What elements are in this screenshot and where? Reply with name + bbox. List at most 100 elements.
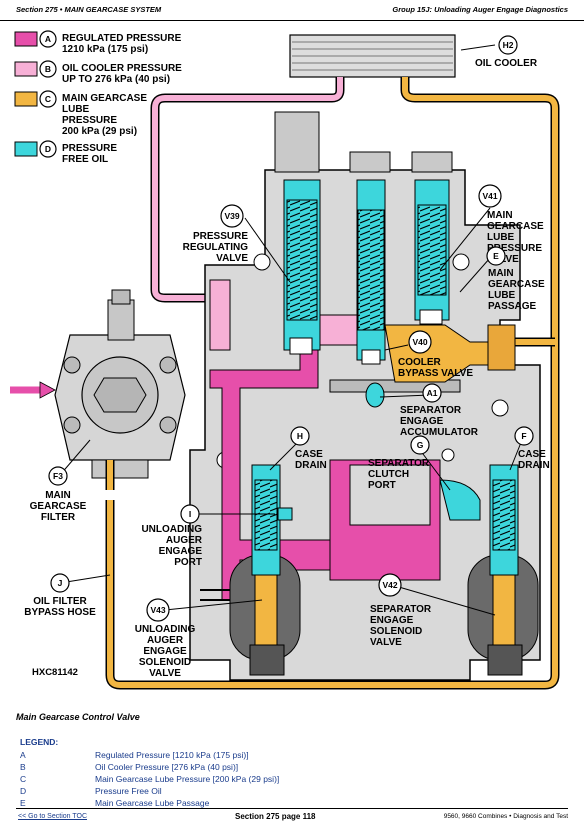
callout-label: ENGAGE (400, 416, 444, 427)
callout-label: OIL FILTER (33, 596, 87, 607)
callout-id: V42 (382, 580, 397, 590)
callout-label: DRAIN (295, 460, 327, 471)
callout-label: LUBE (488, 290, 516, 301)
callout-label: VALVE (370, 637, 402, 648)
callout-badge (290, 426, 310, 446)
callout-badge (422, 383, 442, 403)
main-gearcase-filter (54, 289, 186, 490)
callout-label: PORT (368, 480, 396, 491)
callout-badge (220, 204, 244, 228)
callout-badge (486, 246, 506, 266)
pressure-regulating-valve (283, 179, 321, 355)
key-legend-line: 200 kPa (29 psi) (62, 126, 137, 137)
letter-badge (39, 30, 57, 48)
callout-label: BYPASS HOSE (24, 607, 96, 618)
figure-id: HXC81142 (32, 667, 78, 678)
callout-badge (478, 184, 502, 208)
callout-badge (514, 426, 534, 446)
inlet-arrow (10, 381, 56, 399)
callout-label: VALVE (149, 668, 181, 679)
legend-value: Pressure Free Oil (95, 786, 162, 796)
callout-id: V43 (150, 605, 165, 615)
callout-label: OIL COOLER (475, 58, 538, 69)
callout-id: V39 (224, 211, 239, 221)
callout-badge (50, 573, 70, 593)
letter-badge (39, 60, 57, 78)
callout-label: GEARCASE (487, 221, 544, 232)
callout-label: VALVE (216, 253, 248, 264)
key-legend-line: UP TO 276 kPa (40 psi) (62, 74, 170, 85)
callout-label: FILTER (41, 512, 76, 523)
callout-label: PRESSURE (487, 243, 542, 254)
key-legend-line: REGULATED PRESSURE (62, 33, 182, 44)
callout-badge (48, 466, 68, 486)
color-swatch (14, 31, 38, 47)
callout-badge (180, 504, 200, 524)
callout-label: LUBE (487, 232, 515, 243)
callout-label: AUGER (166, 535, 203, 546)
callout-badge (378, 573, 402, 597)
key-legend-line: PRESSURE (62, 115, 117, 126)
callout-label: MAIN (45, 490, 71, 501)
group-title: Group 15J: Unloading Auger Engage Diagno… (392, 5, 568, 14)
legend-value: Regulated Pressure [1210 kPa (175 psi)] (95, 750, 249, 760)
callout-label: PRESSURE (193, 231, 248, 242)
callout-label: AUGER (147, 635, 184, 646)
page-number: Section 275 page 118 (235, 812, 316, 821)
callout-id: E (493, 251, 499, 261)
legend-key: B (20, 762, 26, 772)
color-swatch (14, 91, 38, 107)
callout-id: V41 (482, 191, 497, 201)
callout-id: I (189, 509, 191, 519)
callout-id: H2 (503, 40, 514, 50)
letter-badge-text: A (45, 34, 51, 44)
legend-value: Oil Cooler Pressure [276 kPa (40 psi)] (95, 762, 239, 772)
separator-engage-accumulator (365, 382, 385, 408)
callout-id: J (58, 578, 63, 588)
callout-label: ENGAGE (370, 615, 414, 626)
footer-rule (16, 808, 568, 809)
oil-cooler (289, 34, 456, 78)
callout-label: GEARCASE (30, 501, 87, 512)
callout-label: ENGAGE (159, 546, 203, 557)
cooler-bypass-valve (356, 179, 386, 365)
callout-badge (146, 598, 170, 622)
go-to-section-toc-link[interactable]: << Go to Section TOC (18, 813, 88, 820)
callout-id: V40 (412, 337, 427, 347)
callout-label: SOLENOID (139, 657, 191, 668)
callout-badge (498, 35, 518, 55)
color-swatch (14, 61, 38, 77)
callout-id: H (297, 431, 303, 441)
legend-title: LEGEND: (20, 737, 59, 747)
letter-badge-text: B (45, 64, 51, 74)
letter-badge-text: C (45, 94, 51, 104)
key-legend-line: LUBE (62, 104, 90, 115)
color-swatch (14, 141, 38, 157)
callout-label: DRAIN (518, 460, 550, 471)
key-legend-line: MAIN GEARCASE (62, 93, 147, 104)
letter-badge-text: D (45, 144, 51, 154)
callout-label: PASSAGE (488, 301, 536, 312)
legend-key: A (20, 750, 26, 760)
callout-label: CLUTCH (368, 469, 409, 480)
callout-label: PORT (174, 557, 202, 568)
callout-badge (410, 435, 430, 455)
callout-label: CASE (295, 449, 323, 460)
callout-id: G (417, 440, 424, 450)
callout-label: ACCUMULATOR (400, 427, 479, 438)
legend-key: D (20, 786, 27, 796)
callout-label: SEPARATOR (368, 458, 430, 469)
